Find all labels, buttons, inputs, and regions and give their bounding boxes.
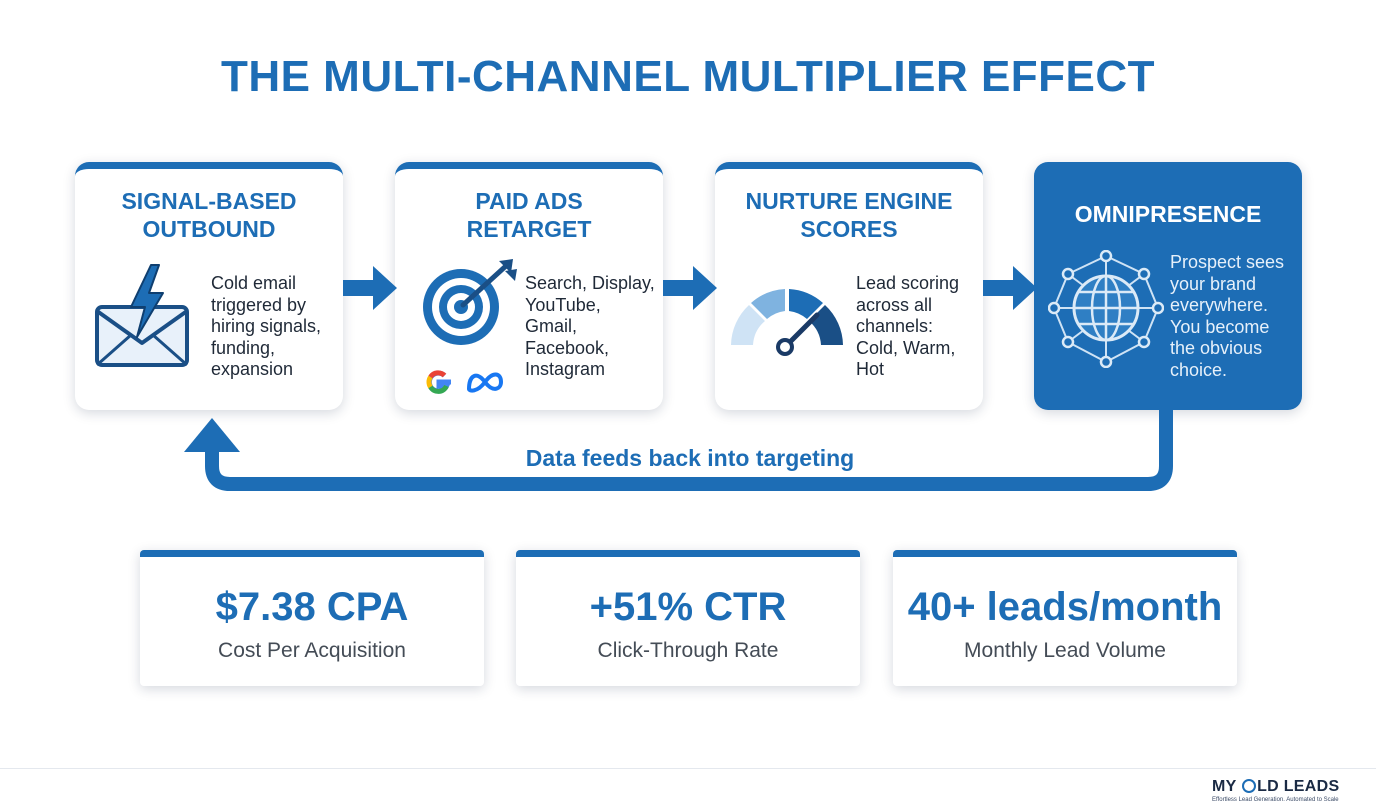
- target-arrow-icon: [423, 259, 517, 345]
- loop-label: Data feeds back into targeting: [525, 445, 855, 471]
- card-signal-based-outbound: SIGNAL-BASED OUTBOUND Cold email trigger…: [75, 162, 343, 410]
- metric-label: Monthly Lead Volume: [964, 639, 1166, 662]
- page-title: THE MULTI-CHANNEL MULTIPLIER EFFECT: [220, 52, 1156, 101]
- card-title: SIGNAL-BASED OUTBOUND: [121, 188, 297, 242]
- metric-card-leads: 40+ leads/month Monthly Lead Volume: [893, 550, 1237, 686]
- metric-value: $7.38 CPA: [215, 585, 409, 629]
- metric-card-cpa: $7.38 CPA Cost Per Acquisition: [140, 550, 484, 686]
- google-logo-icon: [426, 370, 451, 394]
- gauge-icon: [731, 289, 843, 356]
- card-nurture-engine-scores: NURTURE ENGINE SCORES Lead scoring acros…: [715, 162, 983, 410]
- metric-value: 40+ leads/month: [907, 585, 1223, 629]
- footer-divider: [0, 768, 1376, 769]
- metric-label: Click-Through Rate: [597, 639, 779, 662]
- feedback-loop-arrow: [184, 410, 1173, 491]
- card-title: PAID ADS RETARGET: [466, 188, 592, 242]
- card-description: Cold email triggered by hiring signals, …: [211, 273, 322, 379]
- arrow-right-icon: [343, 266, 397, 310]
- card-title: NURTURE ENGINE SCORES: [745, 188, 953, 242]
- arrow-right-icon: [663, 266, 717, 310]
- logo-tagline: Effortless Lead Generation. Automated to…: [1212, 797, 1339, 803]
- network-globe-icon: [1048, 250, 1164, 368]
- card-paid-ads-retarget: PAID ADS RETARGET Search, Display, YouTu…: [395, 162, 663, 410]
- logo-ring-icon: [1242, 779, 1257, 793]
- logo-wordmark: MY LD LEADS: [1212, 778, 1340, 795]
- brand-logo: MY LD LEADS Effortless Lead Generation. …: [1212, 778, 1352, 803]
- card-omnipresence: OMNIPRESENCE Prospect sees your brand ev…: [1034, 162, 1302, 410]
- arrow-right-icon: [983, 266, 1037, 310]
- card-description: Search, Display, YouTube, Gmail, Faceboo…: [525, 273, 655, 379]
- card-title: OMNIPRESENCE: [1074, 201, 1262, 227]
- email-lightning-icon: [95, 264, 189, 367]
- card-description: Lead scoring across all channels: Cold, …: [856, 273, 960, 379]
- metric-label: Cost Per Acquisition: [218, 639, 406, 662]
- card-description: Prospect sees your brand everywhere. You…: [1170, 252, 1285, 380]
- metric-value: +51% CTR: [589, 585, 787, 629]
- metric-card-ctr: +51% CTR Click-Through Rate: [516, 550, 860, 686]
- meta-logo-icon: [467, 372, 503, 393]
